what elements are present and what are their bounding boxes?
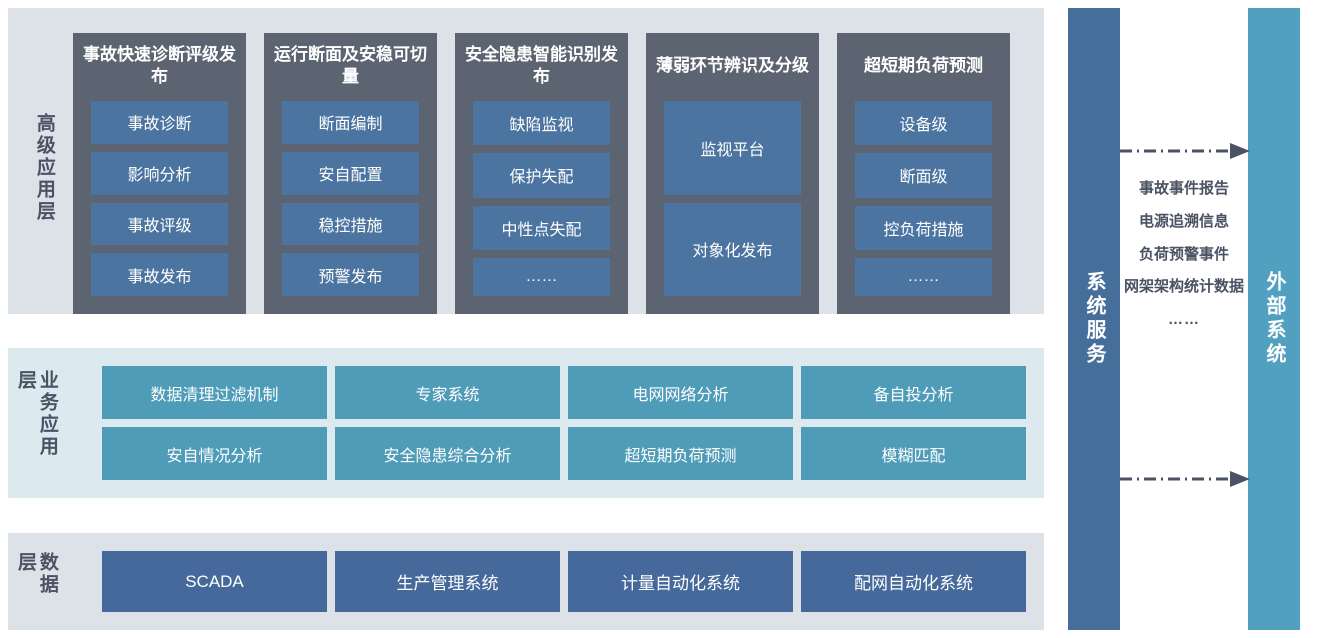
data-layer-panel: SCADA 生产管理系统 计量自动化系统 配网自动化系统 bbox=[8, 533, 1044, 630]
advanced-column-title: 安全隐患智能识别发布 bbox=[465, 45, 618, 86]
advanced-item[interactable]: 断面级 bbox=[855, 153, 992, 198]
exchange-item: 事故事件报告 bbox=[1138, 180, 1229, 197]
advanced-column-items: 断面编制 安自配置 稳控措施 预警发布 bbox=[282, 101, 419, 296]
advanced-item[interactable]: 影响分析 bbox=[91, 151, 228, 195]
business-application-layer-panel: 数据清理过滤机制 专家系统 电网网络分析 备自投分析 安自情况分析 安全隐患综合… bbox=[8, 348, 1044, 498]
advanced-column-ultrashort-load-forecast[interactable]: 超短期负荷预测 设备级 断面级 控负荷措施 …… bbox=[837, 33, 1010, 314]
arrow-right-top-icon bbox=[1120, 143, 1250, 159]
advanced-column-items: 事故诊断 影响分析 事故评级 事故发布 bbox=[91, 101, 228, 296]
advanced-item[interactable]: 事故评级 bbox=[91, 202, 228, 246]
advanced-item[interactable]: 缺陷监视 bbox=[473, 101, 610, 146]
advanced-item[interactable]: 设备级 bbox=[855, 101, 992, 146]
advanced-column-operating-section[interactable]: 运行断面及安稳可切量 断面编制 安自配置 稳控措施 预警发布 bbox=[264, 33, 437, 314]
advanced-item[interactable]: 监视平台 bbox=[664, 101, 801, 195]
advanced-column-title: 薄弱环节辨识及分级 bbox=[656, 56, 809, 76]
data-item[interactable]: 计量自动化系统 bbox=[568, 551, 793, 612]
advanced-column-safety-hazard[interactable]: 安全隐患智能识别发布 缺陷监视 保护失配 中性点失配 …… bbox=[455, 33, 628, 314]
exchange-item: 负荷预警事件 bbox=[1138, 245, 1229, 263]
advanced-column-items: 设备级 断面级 控负荷措施 …… bbox=[855, 101, 992, 296]
business-item[interactable]: 专家系统 bbox=[335, 366, 560, 419]
business-item[interactable]: 安自情况分析 bbox=[102, 427, 327, 480]
advanced-item[interactable]: 断面编制 bbox=[282, 101, 419, 144]
advanced-item[interactable]: 对象化发布 bbox=[664, 202, 801, 296]
business-layer-grid: 数据清理过滤机制 专家系统 电网网络分析 备自投分析 安自情况分析 安全隐患综合… bbox=[102, 366, 1026, 480]
external-system-label: 外部系统 bbox=[1263, 271, 1285, 367]
advanced-column-accident-diagnosis[interactable]: 事故快速诊断评级发布 事故诊断 影响分析 事故评级 事故发布 bbox=[73, 33, 246, 314]
advanced-item[interactable]: 稳控措施 bbox=[282, 202, 419, 246]
data-layer-label: 数据层 bbox=[15, 552, 58, 596]
advanced-item[interactable]: 预警发布 bbox=[282, 253, 419, 296]
external-system-bar[interactable]: 外部系统 bbox=[1248, 8, 1300, 630]
exchange-items-list: 事故事件报告 电源追溯信息 负荷预警事件 网架架构统计数据 …… bbox=[1122, 180, 1246, 328]
advanced-column-items: 监视平台 对象化发布 bbox=[664, 101, 801, 296]
advanced-item[interactable]: 控负荷措施 bbox=[855, 205, 992, 250]
advanced-item-ellipsis[interactable]: …… bbox=[473, 257, 610, 296]
data-item[interactable]: SCADA bbox=[102, 551, 327, 612]
advanced-column-title: 事故快速诊断评级发布 bbox=[83, 45, 236, 86]
business-item[interactable]: 模糊匹配 bbox=[801, 427, 1026, 480]
advanced-column-items: 缺陷监视 保护失配 中性点失配 …… bbox=[473, 101, 610, 296]
data-item[interactable]: 配网自动化系统 bbox=[801, 551, 1026, 612]
business-item[interactable]: 备自投分析 bbox=[801, 366, 1026, 419]
business-item[interactable]: 安全隐患综合分析 bbox=[335, 427, 560, 480]
exchange-item: 网架架构统计数据 bbox=[1123, 278, 1244, 296]
advanced-item[interactable]: 事故发布 bbox=[91, 253, 228, 296]
data-layer-grid: SCADA 生产管理系统 计量自动化系统 配网自动化系统 bbox=[102, 551, 1026, 612]
advanced-column-title: 超短期负荷预测 bbox=[864, 56, 983, 76]
business-item[interactable]: 数据清理过滤机制 bbox=[102, 366, 327, 419]
business-item[interactable]: 超短期负荷预测 bbox=[568, 427, 793, 480]
business-application-layer-label: 业务应用层 bbox=[15, 370, 58, 458]
advanced-item[interactable]: 中性点失配 bbox=[473, 205, 610, 250]
advanced-item[interactable]: 安自配置 bbox=[282, 151, 419, 195]
advanced-column-title: 运行断面及安稳可切量 bbox=[274, 45, 427, 86]
advanced-item[interactable]: 事故诊断 bbox=[91, 101, 228, 144]
system-service-bar[interactable]: 系统服务 bbox=[1068, 8, 1120, 630]
system-service-label: 系统服务 bbox=[1083, 271, 1105, 367]
advanced-application-layer-panel: 高级应用层 事故快速诊断评级发布 事故诊断 影响分析 事故评级 事故发布 运行断… bbox=[8, 8, 1044, 314]
advanced-column-weak-link[interactable]: 薄弱环节辨识及分级 监视平台 对象化发布 bbox=[646, 33, 819, 314]
business-item[interactable]: 电网网络分析 bbox=[568, 366, 793, 419]
data-item[interactable]: 生产管理系统 bbox=[335, 551, 560, 612]
exchange-item: 电源追溯信息 bbox=[1138, 212, 1229, 230]
advanced-item-ellipsis[interactable]: …… bbox=[855, 257, 992, 296]
advanced-application-layer-label: 高级应用层 bbox=[33, 113, 55, 223]
exchange-ellipsis: …… bbox=[1168, 311, 1200, 328]
advanced-item[interactable]: 保护失配 bbox=[473, 153, 610, 198]
arrow-right-bottom-icon bbox=[1120, 471, 1250, 487]
